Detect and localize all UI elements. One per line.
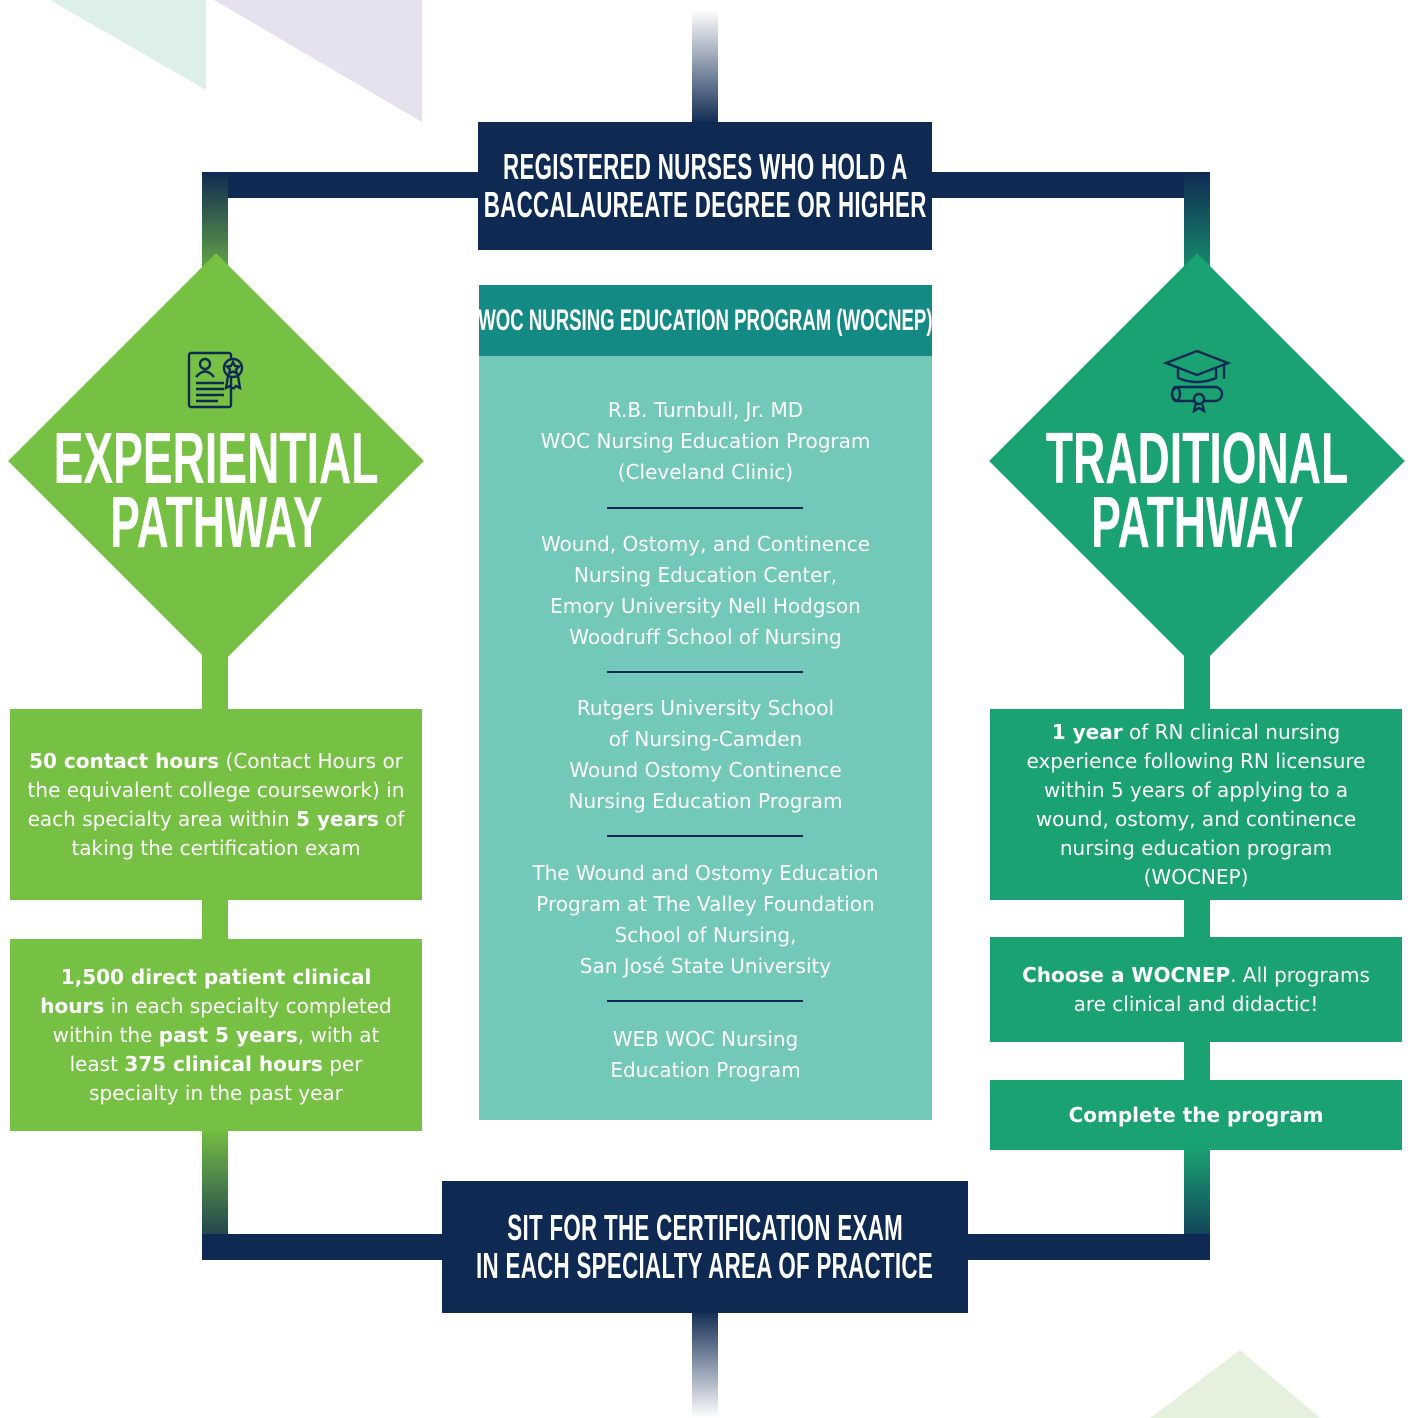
left-mid-connector-2 [202, 898, 228, 940]
top-box-line2: BACCALAUREATE DEGREE OR HIGHER [483, 184, 927, 225]
wocnep-header: WOC NURSING EDUCATION PROGRAM (WOCNEP) [478, 285, 933, 356]
exp-box1-text1: (Contact Hours or the equivalent college… [27, 748, 405, 831]
trad-box1-bold1: 1 year [1051, 719, 1123, 744]
traditional-diamond-content: TRADITIONAL PATHWAY [991, 255, 1403, 667]
exp-box2-bold2: past 5 years [158, 1022, 298, 1047]
program-item: Wound, Ostomy, and Continence Nursing Ed… [540, 532, 871, 649]
exp-box2-bold3: 375 clinical hours [124, 1051, 323, 1076]
experiential-title-line1: EXPERIENTIAL [53, 419, 379, 499]
program-item: WEB WOC Nursing Education Program [610, 1027, 801, 1082]
experiential-clinical-hours-box: 1,500 direct patient clinical hours in e… [10, 939, 422, 1131]
bottom-vertical-connector [692, 1310, 718, 1418]
trad-box3-bold1: Complete the program [1068, 1102, 1324, 1127]
graduation-cap-diploma-icon [1162, 347, 1232, 413]
exp-box2-text3: per specialty in the past year [89, 1051, 363, 1105]
traditional-complete-box: Complete the program [990, 1080, 1402, 1150]
trad-box2-text1: . All programs are clinical and didactic… [1073, 962, 1370, 1016]
registered-nurses-box: REGISTERED NURSES WHO HOLD A BACCALAUREA… [478, 122, 932, 250]
program-divider [607, 835, 803, 837]
program-divider [607, 1000, 803, 1002]
certificate-icon [183, 347, 249, 413]
bottom-box-line1: SIT FOR THE CERTIFICATION EXAM [507, 1207, 903, 1248]
program-item: The Wound and Ostomy Education Program a… [532, 861, 879, 978]
right-mid-connector-2 [1184, 898, 1210, 938]
traditional-experience-box: 1 year of RN clinical nursing experience… [990, 709, 1402, 900]
experiential-diamond-content: EXPERIENTIAL PATHWAY [10, 255, 422, 667]
certification-exam-box: SIT FOR THE CERTIFICATION EXAM IN EACH S… [442, 1181, 968, 1313]
top-vertical-connector [692, 10, 718, 124]
trad-box2-bold1: Choose a WOCNEP [1022, 962, 1231, 987]
program-item: R.B. Turnbull, Jr. MD WOC Nursing Educat… [540, 398, 871, 484]
top-box-line1: REGISTERED NURSES WHO HOLD A [502, 146, 908, 187]
bottom-box-line2: IN EACH SPECIALTY AREA OF PRACTICE [476, 1245, 934, 1286]
exp-box1-bold1: 50 contact hours [29, 748, 220, 773]
exp-box2-text2: , with at least [69, 1022, 380, 1076]
experiential-contact-hours-box: 50 contact hours (Contact Hours or the e… [10, 709, 422, 900]
wocnep-program-list: WOC NURSING EDUCATION PROGRAM (WOCNEP) R… [478, 285, 933, 1120]
program-divider [607, 507, 803, 509]
exp-box1-bold2: 5 years [296, 806, 379, 831]
traditional-title-line1: TRADITIONAL [1045, 419, 1349, 499]
traditional-choose-box: Choose a WOCNEP. All programs are clinic… [990, 937, 1402, 1042]
exp-box2-text1: in each specialty completed within the [52, 993, 392, 1047]
exp-box2-bold1: 1,500 direct patient clinical hours [40, 964, 372, 1018]
exp-box1-text2: of taking the certification exam [71, 806, 405, 860]
wocnep-header-text: WOC NURSING EDUCATION PROGRAM (WOCNEP) [478, 303, 933, 337]
traditional-title-line2: PATHWAY [1090, 483, 1304, 563]
experiential-title-line2: PATHWAY [109, 483, 323, 563]
trad-box1-text1: of RN clinical nursing experience follow… [1026, 719, 1366, 889]
right-mid-connector-3 [1184, 1040, 1210, 1082]
program-item: Rutgers University School of Nursing-Cam… [568, 696, 843, 813]
program-divider [607, 671, 803, 673]
